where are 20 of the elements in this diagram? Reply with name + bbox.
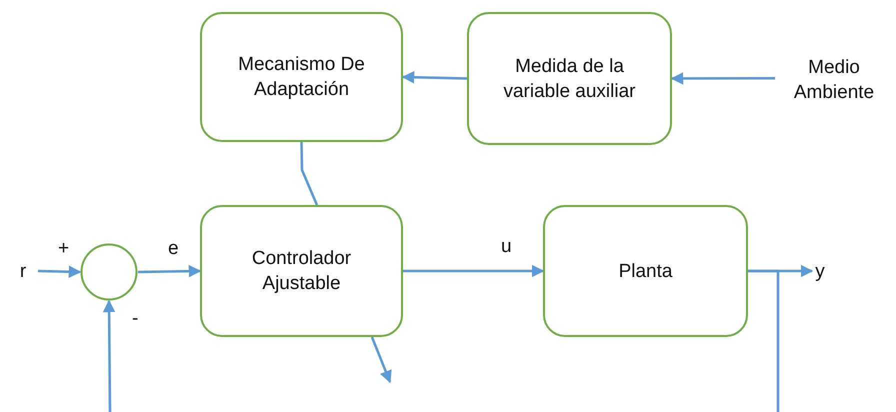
signal-label: y	[812, 258, 828, 284]
process-box	[200, 205, 403, 337]
arrow	[38, 265, 82, 278]
box-label: Mecanismo De Adaptación	[237, 53, 366, 102]
arrow	[102, 300, 116, 412]
process-box	[467, 12, 672, 145]
arrow	[403, 264, 544, 278]
box-label: Planta	[618, 260, 672, 284]
box-label: Controlador Ajustable	[250, 247, 352, 296]
arrow	[370, 336, 392, 384]
box-label: Medida de la variable auxiliar	[502, 54, 636, 104]
arrow	[670, 72, 775, 85]
arrow	[138, 264, 202, 278]
arrow	[402, 71, 468, 84]
signal-label: Medio Ambiente	[775, 50, 893, 110]
connector-line	[300, 142, 318, 206]
process-box	[543, 205, 748, 337]
connector-line	[748, 270, 780, 412]
signal-label: r	[8, 258, 38, 284]
process-box	[200, 12, 403, 142]
